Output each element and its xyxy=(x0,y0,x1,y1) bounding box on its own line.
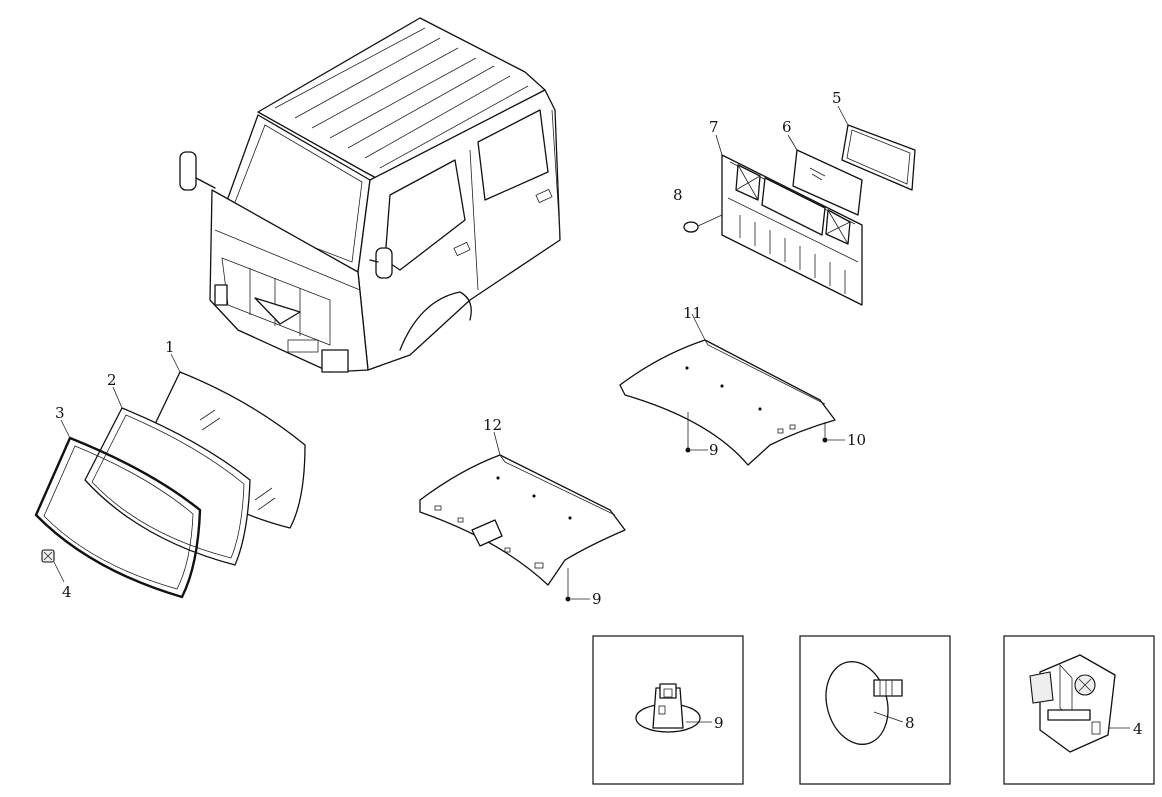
callout-2: 2 xyxy=(107,371,117,389)
rear-window-glass-6 xyxy=(792,149,863,216)
truck-cab xyxy=(179,17,561,373)
rear-panel-7 xyxy=(721,154,863,306)
callout-4-detail: 4 xyxy=(1133,720,1143,738)
rear-window-seal-5 xyxy=(841,124,916,191)
callout-labels: 1 2 3 4 5 6 7 8 9 10 11 12 9 9 8 4 xyxy=(55,89,1143,738)
callout-5: 5 xyxy=(832,89,842,107)
callout-8-panel: 8 xyxy=(673,186,683,204)
callout-9-detail: 9 xyxy=(714,714,724,732)
callout-12: 12 xyxy=(483,416,502,434)
windshield-clip-4 xyxy=(41,549,55,563)
roof-clip-10 xyxy=(822,422,845,443)
leader-lines xyxy=(53,105,849,583)
callout-10: 10 xyxy=(847,431,866,449)
callout-11: 11 xyxy=(683,304,702,322)
detail-box-clip-4 xyxy=(1003,635,1155,785)
callout-6: 6 xyxy=(782,118,792,136)
roof-clip-9-a xyxy=(685,412,708,453)
detail-box-clip-9 xyxy=(592,635,744,785)
roof-clip-9-b xyxy=(565,568,590,602)
windshield-glass-3 xyxy=(34,436,202,599)
roof-headliner-11 xyxy=(619,339,836,466)
roof-headliner-12 xyxy=(419,454,626,586)
callout-9-roof-a: 9 xyxy=(709,441,719,459)
callout-9-roof-b: 9 xyxy=(592,590,602,608)
callout-7: 7 xyxy=(709,118,719,136)
plug-8 xyxy=(683,214,723,233)
callout-1: 1 xyxy=(165,338,175,356)
callout-4-windshield: 4 xyxy=(62,583,72,601)
callout-3: 3 xyxy=(55,404,65,422)
detail-box-plug-8 xyxy=(799,635,951,785)
callout-8-detail: 8 xyxy=(905,714,915,732)
